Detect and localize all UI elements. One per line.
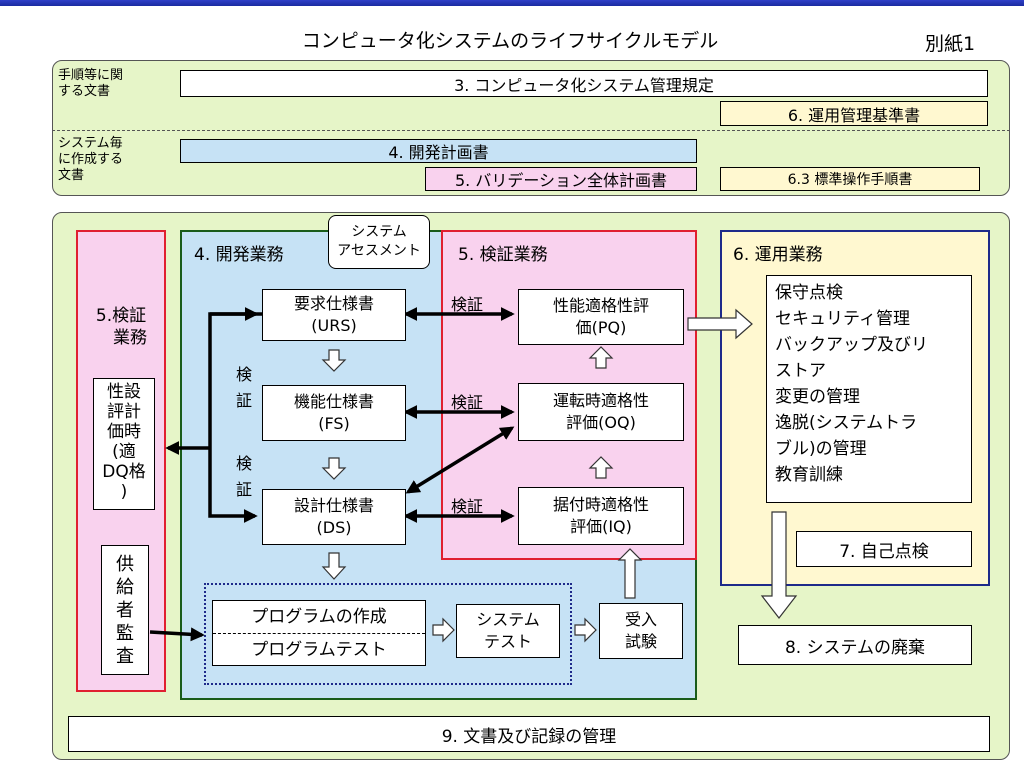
hollow-up-arrows [588,346,643,599]
verify-label-2: 検証 [451,393,484,412]
ops-item: ストア [775,361,826,381]
operations-title: 6. 運用業務 [733,245,823,265]
top-accent-bar [0,0,1024,6]
spec-bracket [165,307,262,523]
oq-box: 運転時適格性評価(OQ) [518,383,684,441]
development-title: 4. 開発業務 [194,245,284,265]
disposal-box: 8. システムの廃棄 [738,625,972,665]
ops-item: バックアップ及びリ [775,335,928,355]
attachment-label: 別紙1 [924,32,976,55]
mgmt-rules-doc: 3. コンピュータ化システム管理規定 [180,70,988,97]
pq-box: 性能適格性評価(PQ) [518,289,684,345]
self-inspection-box: 7. 自己点検 [796,531,972,567]
fs-box: 機能仕様書(FS) [262,385,406,441]
records-management-box: 9. 文書及び記録の管理 [68,716,990,752]
ops-item: 変更の管理 [775,387,860,407]
ops-item: 逸脱(システムトラ [775,413,918,433]
operations-list: 保守点検 セキュリティ管理 バックアップ及びリ ストア 変更の管理 逸脱(システ… [766,275,972,503]
validation-plan-doc: 5. バリデーション全体計画書 [425,167,697,191]
ops-item: セキュリティ管理 [775,309,910,329]
iq-box: 据付時適格性評価(IQ) [518,487,684,545]
system-docs-label: システム毎に作成する文書 [58,136,124,183]
system-assessment-box: システムアセスメント [328,215,430,269]
op-standards-doc: 6. 運用管理基準書 [720,101,988,126]
program-group [204,583,572,685]
verify-label-3: 検証 [451,497,484,516]
verification-arrows [403,307,515,523]
left-validation-title: 5.検証業務 [95,306,147,348]
disposal-arrow [760,511,798,619]
ops-item: ブル)の管理 [775,439,867,459]
verification-title: 5. 検証業務 [458,245,548,265]
program-box: プログラムの作成 プログラムテスト [212,600,426,666]
procedure-docs-label: 手順等に関する文書 [58,68,124,99]
dev-plan-doc: 4. 開発計画書 [180,139,697,163]
ops-item: 教育訓練 [775,465,843,485]
supplier-audit-box: 供給者監査 [101,545,149,675]
ops-item: 保守点検 [775,283,843,303]
system-test-box: システムテスト [456,604,560,658]
hollow-right-arrows [432,308,753,643]
ds-box: 設計仕様書(DS) [262,489,406,545]
page-title: コンピュータ化システムのライフサイクルモデル [301,29,719,52]
documents-divider [52,130,1010,131]
hollow-down-arrows [321,349,347,580]
urs-box: 要求仕様書(URS) [262,289,406,341]
sop-doc: 6.3 標準操作手順書 [720,167,980,191]
verify-vertical-2: 検証 [235,454,252,499]
supplier-audit-arrow [149,627,205,642]
verify-vertical-1: 検証 [235,365,252,410]
acceptance-test-box: 受入試験 [599,603,683,659]
verify-label-1: 検証 [451,295,484,314]
